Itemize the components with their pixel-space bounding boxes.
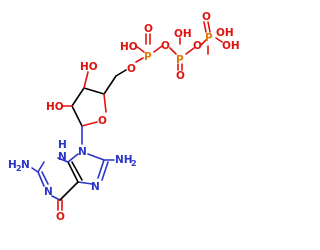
atom-nh2-c8-subscript: 2 <box>131 159 137 168</box>
atom-ho-3prime: HO <box>80 61 98 73</box>
bond-c4-c5-fused-2 <box>71 161 83 181</box>
atom-oh-p3-right: OH <box>222 40 240 52</box>
bond-p3-oh-right <box>215 37 223 43</box>
bond-n9-c4 <box>67 153 79 163</box>
atom-h2n-c2-subscript: 2 <box>16 164 22 173</box>
atom-n3: N <box>58 151 67 163</box>
atom-o-ring: O <box>98 115 107 127</box>
bond-n9-c8 <box>87 153 105 161</box>
bond-p2-obridge2 <box>185 47 195 55</box>
bond-c4-n3 <box>57 157 69 163</box>
bond-oring-c4 <box>103 93 107 113</box>
atom-nh2-c8-main: NH <box>115 154 133 166</box>
bond-p1-oh <box>135 45 145 53</box>
bond-c2-n1-2 <box>41 171 49 185</box>
bond-n7-c5 <box>77 181 93 185</box>
bond-c2-nh2 <box>31 167 39 173</box>
bond-c4-c3 <box>83 87 105 95</box>
bonds <box>31 21 223 211</box>
atom-o-p3-top: O <box>202 11 211 23</box>
atom-oh-p2: OH <box>174 28 192 40</box>
atom-o-bridge2: O <box>193 40 202 52</box>
bond-obridge2-p3 <box>199 39 207 47</box>
atom-n9: N <box>78 146 87 158</box>
atom-h-n3: H <box>58 139 67 151</box>
atom-n1: N <box>44 186 53 198</box>
bond-c4-c5-fused-1 <box>67 161 79 183</box>
bond-p3-o-top-1 <box>203 21 207 33</box>
bond-obridge-p2 <box>169 47 177 55</box>
bond-p1-obridge <box>153 45 163 53</box>
atom-o-bridge1: O <box>161 40 170 52</box>
atom-p1: P <box>144 51 152 63</box>
atom-n7: N <box>91 181 100 193</box>
bond-c4-c5 <box>103 75 117 95</box>
bond-c2-n1-1 <box>37 171 45 187</box>
bond-n3-c2 <box>37 161 45 173</box>
bond-c8-n7-1 <box>97 159 105 179</box>
atom-ho-p1: HO <box>120 41 138 53</box>
atom-o-p2-bottom: O <box>176 70 185 82</box>
bond-c3-oh <box>83 71 89 89</box>
bond-c3-c2 <box>71 87 85 107</box>
bond-c5-o5 <box>115 69 127 77</box>
atom-o-c6: O <box>56 211 65 223</box>
atom-o-p1-top: O <box>144 23 153 35</box>
bond-p3-o-top-2 <box>207 21 211 33</box>
atom-o5prime: O <box>127 63 136 75</box>
atom-p2: P <box>176 54 184 66</box>
nucleotide-structure-diagram: HO P O O OH P O O O P OH OH O HO HO O N … <box>8 11 240 223</box>
bond-c1-oring <box>81 121 98 127</box>
atom-oh-p3-bottom: OH <box>216 27 234 39</box>
atom-labels: HO P O O OH P O O O P OH OH O HO HO O N … <box>8 11 240 223</box>
bond-o5-p1 <box>135 57 144 63</box>
atom-h2n-c2: H 2 N <box>8 159 30 173</box>
atom-ho-2prime: HO <box>46 101 64 113</box>
atom-nh2-c8: NH 2 <box>115 154 137 168</box>
bond-c8-n7-2 <box>101 161 109 181</box>
bond-c6-c5 <box>59 181 79 201</box>
atom-h2n-c2-h: H <box>8 159 17 171</box>
atom-h2n-c2-n: N <box>21 159 30 171</box>
atom-p3: P <box>205 32 213 44</box>
bond-n1-c6 <box>51 195 61 201</box>
bond-c2-c1 <box>71 105 83 127</box>
